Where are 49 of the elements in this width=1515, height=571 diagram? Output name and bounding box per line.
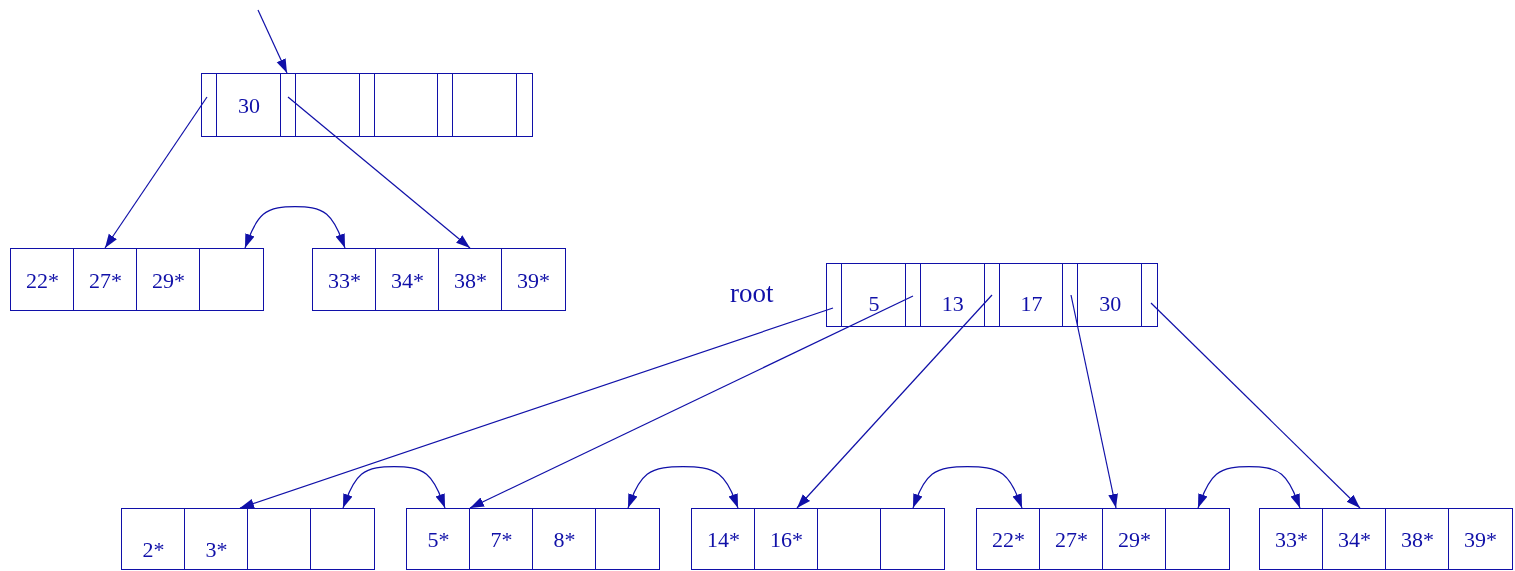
pointer-arrow [1150,302,1361,509]
key-label: 14* [706,529,741,551]
key-label: 16* [769,529,804,551]
key-label: 39* [516,269,551,292]
key-label: 27* [1054,529,1089,551]
sibling-link-arrow [912,466,1023,509]
pointer-arrow [1070,294,1118,509]
key-label: 7* [489,529,514,551]
leaf-page [691,508,945,570]
leaf-page [312,248,566,311]
key-label: 30 [1098,293,1123,315]
key-label: 22* [25,269,60,292]
key-label: 39* [1463,529,1498,551]
leaf-page [10,248,264,311]
sibling-link-arrow [342,466,446,509]
key-label: 38* [453,269,488,292]
key-label: 34* [390,269,425,292]
sibling-link-arrow [244,206,346,249]
key-label: 3* [204,539,229,561]
index-node [826,263,1158,327]
key-label: 33* [1274,529,1309,551]
key-label: 33* [327,269,362,292]
key-label: 22* [991,529,1026,551]
key-label: 5 [867,293,881,315]
index-node [201,73,533,137]
pointer-arrow [104,96,208,249]
pointer-arrow [257,9,288,74]
key-label: 8* [552,529,577,551]
node-label: root [730,280,774,307]
sibling-link-arrow [627,466,739,509]
key-label: 34* [1337,529,1372,551]
key-label: 13 [940,293,965,315]
key-label: 5* [426,529,451,551]
pointer-arrow [239,307,834,509]
sibling-link-arrow [1197,466,1301,509]
key-label: 17 [1019,293,1044,315]
key-label: 27* [88,269,123,292]
leaf-page [976,508,1230,570]
pointer-arrow [287,96,471,249]
key-label: 30 [236,95,261,117]
leaf-page [121,508,375,570]
key-label: 29* [1117,529,1152,551]
pointer-arrow [469,295,914,509]
key-label: 38* [1400,529,1435,551]
key-label: 2* [141,539,166,561]
pointer-arrow [796,294,993,509]
leaf-page [1259,508,1513,570]
leaf-page [406,508,660,570]
key-label: 29* [151,269,186,292]
